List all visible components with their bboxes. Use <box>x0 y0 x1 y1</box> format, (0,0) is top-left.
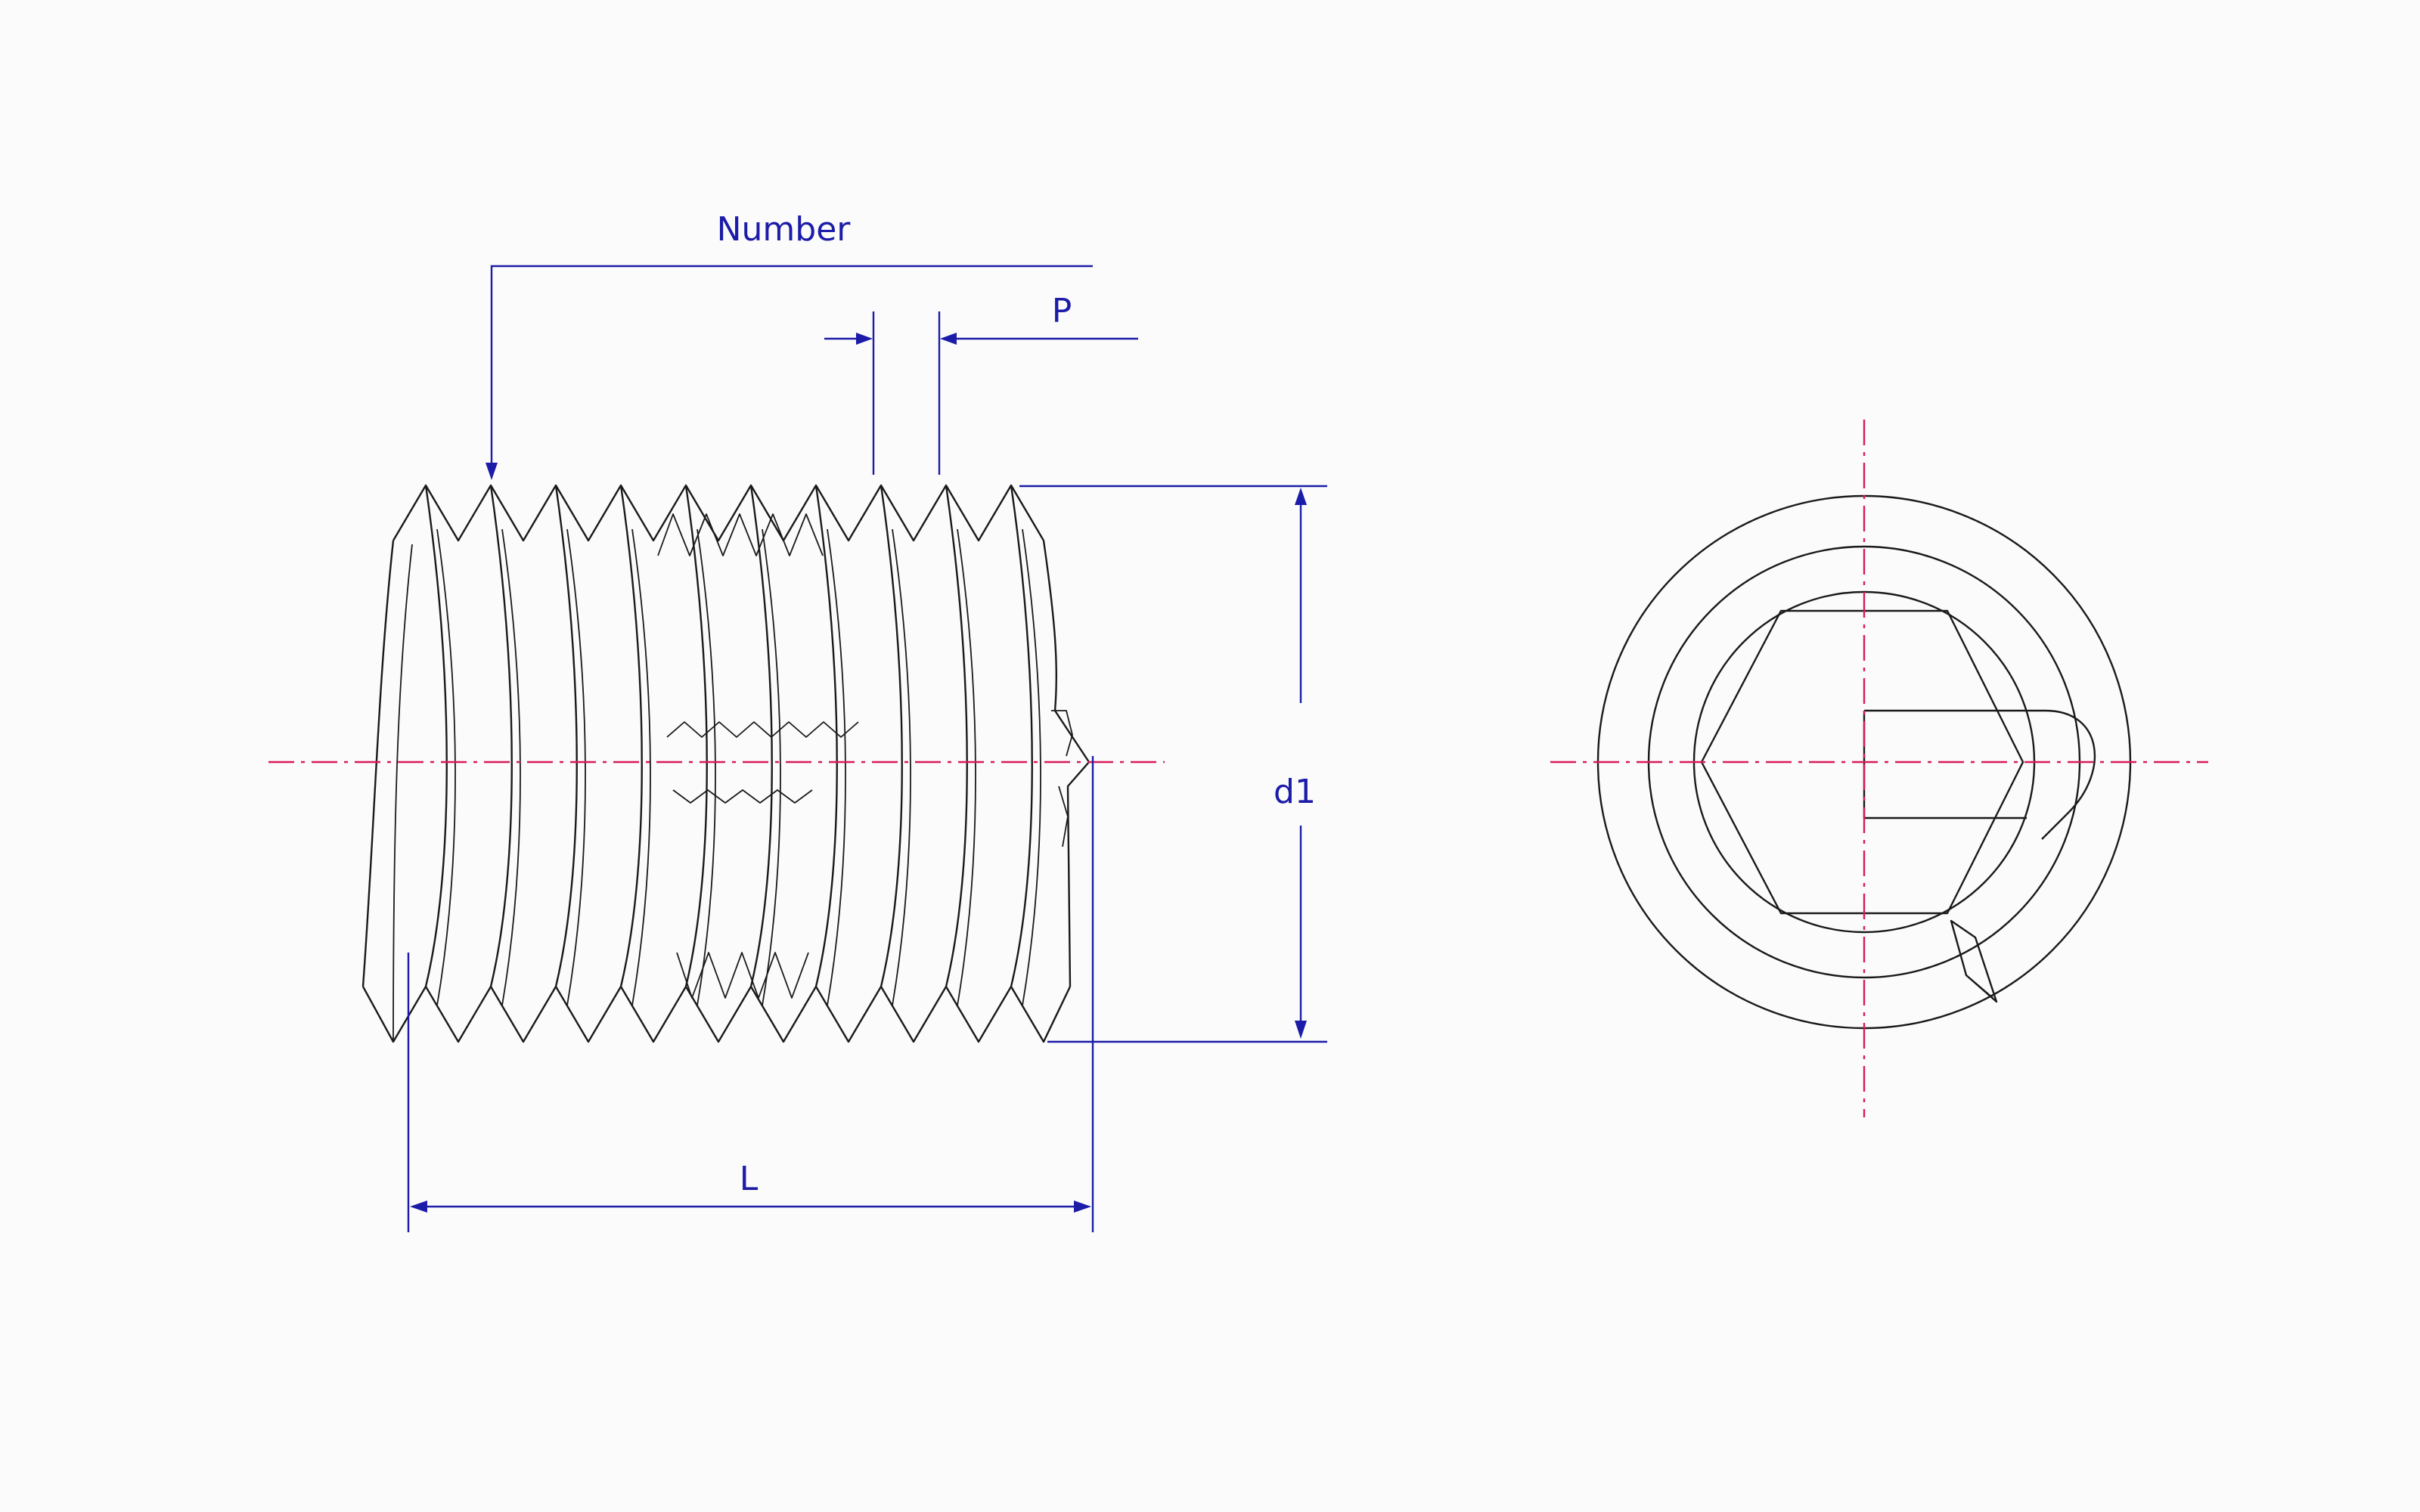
coil-left-end-inner <box>392 544 413 1043</box>
length-label: L <box>740 1160 759 1198</box>
end-view-tang <box>1863 709 2096 840</box>
cutaway-zigzag-lower <box>672 789 813 804</box>
side-view-threaded-insert <box>361 484 1091 1043</box>
coil-left-end <box>361 540 395 987</box>
pitch-dimension <box>824 311 1138 475</box>
pitch-label: P <box>1052 292 1072 330</box>
cutaway-crest-lower <box>676 952 809 999</box>
thread-coil-lines <box>424 485 1033 987</box>
cutaway-crest-upper <box>657 513 824 556</box>
thread-bottom-profile <box>361 985 1072 1043</box>
number-label: Number <box>717 210 852 249</box>
thread-top-profile <box>392 484 1045 542</box>
diameter-label: d1 <box>1274 773 1316 811</box>
coil-right-end <box>1042 540 1091 987</box>
diameter-dimension <box>1019 485 1327 1043</box>
cutaway-zigzag-upper <box>666 721 859 738</box>
thread-coil-lines-inner <box>436 528 1041 1006</box>
tang-notch <box>1051 710 1073 847</box>
end-view-coil-end <box>1950 919 1998 1003</box>
length-dimension <box>407 756 1094 1232</box>
number-leader <box>486 265 1093 480</box>
